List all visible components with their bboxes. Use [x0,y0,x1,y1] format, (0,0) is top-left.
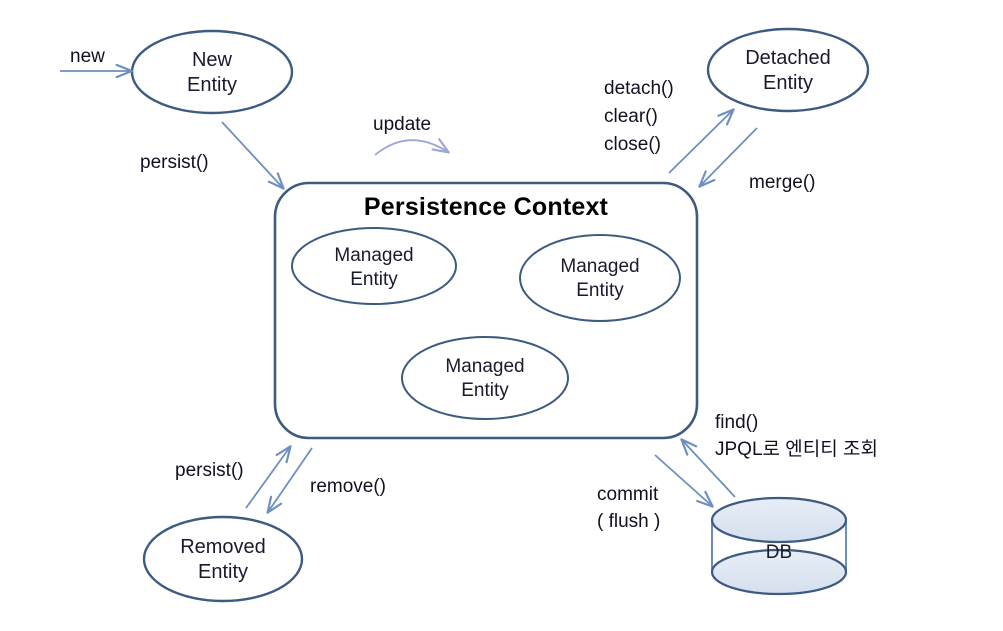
edge-find-label-line2: JPQL로 엔티티 조회 [715,438,878,460]
edge-find-label-line1: find() [715,412,758,433]
managed-entity-3-line2: Entity [461,380,509,401]
edge-commit: commit ( flush ) [597,454,712,532]
edge-detach-label-line2: clear() [604,106,658,127]
managed-entity-2-line2: Entity [576,280,624,301]
edge-merge-label: merge() [749,172,816,193]
edge-persist-new-label: persist() [140,152,209,173]
edge-merge: merge() [700,127,816,193]
managed-entity-2-line1: Managed [560,256,639,277]
managed-entity-3-line1: Managed [445,356,524,377]
managed-entity-1[interactable]: Managed Entity [291,227,457,305]
new-entity-node[interactable]: New Entity [130,29,294,115]
edge-persist-new: persist() [140,121,283,188]
edge-remove: remove() [268,447,386,512]
edge-find: find() JPQL로 엔티티 조회 [682,412,878,498]
persistence-context-title: Persistence Context [364,193,609,221]
edge-update: update [373,114,448,156]
database-cylinder[interactable]: DB [710,496,848,596]
detached-entity-line1: Detached [745,47,831,69]
new-entity-line1: New [192,49,233,71]
edge-new: new [60,46,131,71]
removed-entity-line1: Removed [180,536,266,558]
edge-new-label: new [70,46,105,67]
edge-update-label: update [373,114,431,135]
removed-entity-line2: Entity [198,561,248,583]
new-entity-line2: Entity [187,74,237,96]
edge-detach-label-line1: detach() [604,78,674,99]
edge-commit-label-line1: commit [597,484,659,505]
edge-remove-label: remove() [310,476,386,497]
edge-persist-removed-label: persist() [175,460,244,481]
detached-entity-line2: Entity [763,72,813,94]
managed-entity-1-line2: Entity [350,269,398,290]
edge-commit-label-line2: ( flush ) [597,511,660,532]
detached-entity-node[interactable]: Detached Entity [706,27,870,113]
managed-entity-3[interactable]: Managed Entity [401,336,569,420]
managed-entity-1-line1: Managed [334,245,413,266]
edge-detach-label-line3: close() [604,134,661,155]
edge-detach: detach() clear() close() [604,78,733,174]
database-label: DB [766,542,792,563]
edge-persist-removed: persist() [175,447,290,509]
managed-entity-2[interactable]: Managed Entity [519,234,681,322]
removed-entity-node[interactable]: Removed Entity [142,515,304,603]
